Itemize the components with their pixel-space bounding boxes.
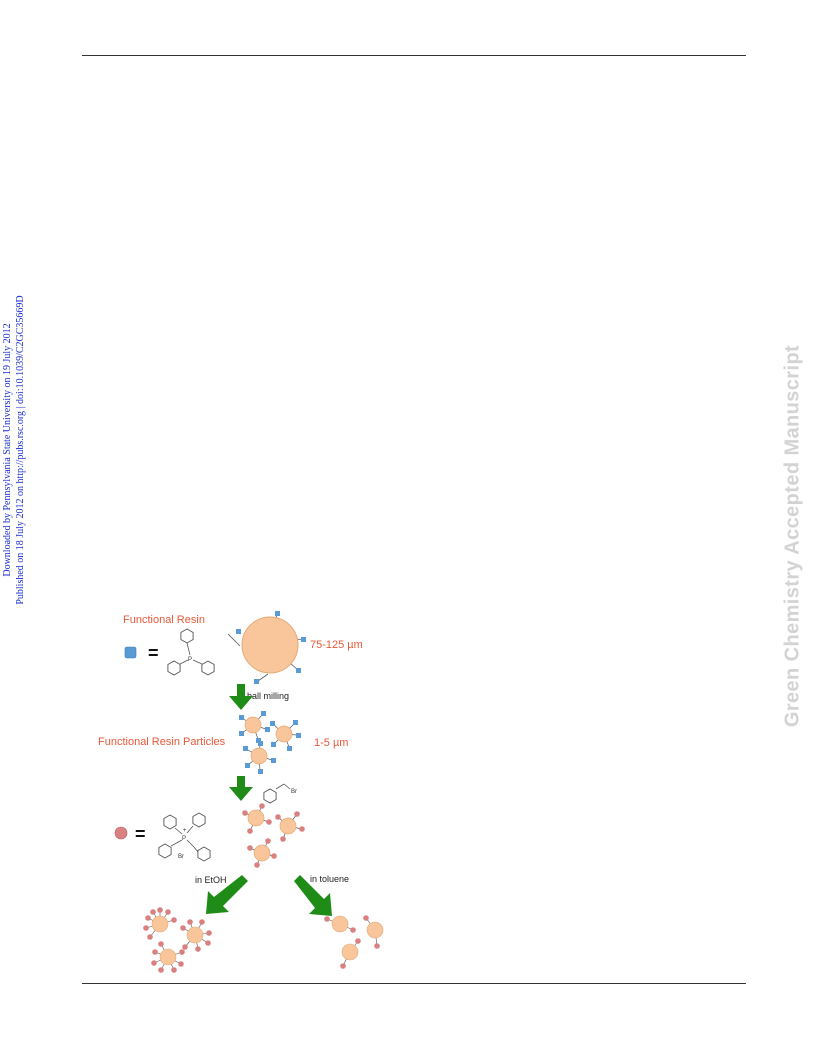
functional-resin-label: Functional Resin xyxy=(123,614,205,626)
download-notice-line1: Downloaded by Pennsylvania State Univers… xyxy=(2,323,13,577)
footer-rule xyxy=(82,983,746,984)
phosphonium-p-label: P xyxy=(182,836,186,842)
resin-scheme-figure: Functional Resin 75-125 µm ball milling … xyxy=(90,600,400,980)
download-notice: Downloaded by Pennsylvania State Univers… xyxy=(1,295,27,604)
benzyl-bromide-arrow-icon xyxy=(229,776,253,801)
phosphonium-charge-label: + xyxy=(183,828,187,834)
benzyl-bromide-br-label: Br xyxy=(291,789,297,795)
toluene-label: in toluene xyxy=(310,874,349,884)
large-bead-size-label: 75-125 µm xyxy=(310,639,363,651)
toluene-arrow-icon xyxy=(294,875,332,916)
functional-resin-particles-label: Functional Resin Particles xyxy=(98,736,226,748)
triphenylphosphine-structure-icon: P xyxy=(167,628,215,676)
functional-resin-particle-cluster xyxy=(241,713,298,771)
ball-milling-arrow-icon xyxy=(229,684,253,710)
resin-scheme-svg: Functional Resin 75-125 µm ball milling … xyxy=(98,611,384,973)
ethanol-label: in EtOH xyxy=(195,875,227,885)
download-notice-line2: Published on 18 July 2012 on http://pubs… xyxy=(15,295,26,605)
large-resin-bead xyxy=(227,611,306,684)
ethanol-arrow-icon xyxy=(206,875,248,914)
legend-equals-1: = xyxy=(148,643,159,663)
phosphonium-br-label: Br xyxy=(178,854,184,860)
small-particle-size-label: 1-5 µm xyxy=(314,737,348,749)
legend-equals-2: = xyxy=(135,824,146,844)
phosphonium-ligand-icon xyxy=(114,826,128,840)
toluene-dispersed-particles xyxy=(326,915,384,967)
ball-milling-label: ball milling xyxy=(247,691,289,701)
header-rule xyxy=(82,55,746,56)
phosphorus-label: P xyxy=(188,657,192,663)
benzyl-bromide-structure-icon: Br xyxy=(263,783,297,804)
phosphonium-particle-cluster xyxy=(244,805,303,866)
phosphonium-salt-structure-icon: P + Br xyxy=(158,812,211,862)
manuscript-watermark: Green Chemistry Accepted Manuscript xyxy=(781,344,804,728)
ligand-square-icon xyxy=(124,646,137,659)
